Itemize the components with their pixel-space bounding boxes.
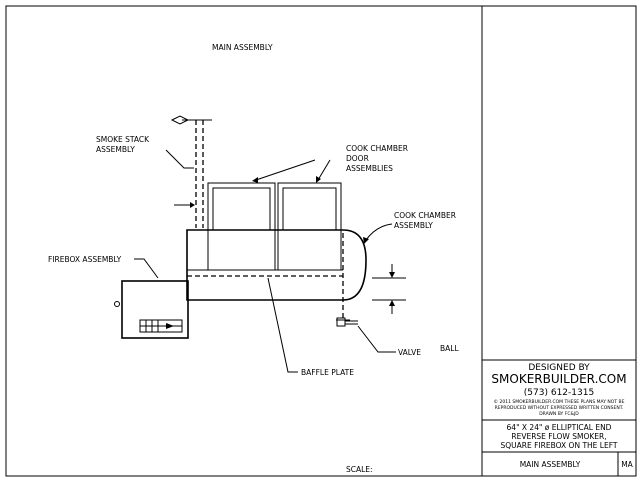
firebox-handle [114, 301, 120, 307]
door-label-2: DOOR [346, 154, 369, 163]
dimension-markers [372, 264, 406, 314]
drain-valve [336, 317, 358, 327]
designed-by-label: DESIGNED BY [528, 363, 590, 373]
smoke-stack [170, 115, 212, 228]
firebox-label: FIREBOX ASSEMBLY [48, 255, 122, 264]
leader-lines [134, 149, 396, 373]
ball-label: BALL [440, 344, 459, 353]
smoke-stack-label-2: ASSEMBLY [96, 145, 135, 154]
company-name: SMOKERBUILDER.COM [491, 372, 626, 386]
door-label-3: ASSEMBLIES [346, 164, 393, 173]
smoke-stack-label-1: SMOKE STACK [96, 135, 150, 144]
title-block: DESIGNED BY SMOKERBUILDER.COM (573) 612-… [482, 359, 636, 476]
description-line-2: REVERSE FLOW SMOKER, [511, 432, 606, 441]
cook-chamber-doors [207, 182, 342, 231]
drawing-title: MAIN ASSEMBLY [212, 43, 273, 52]
notice-line-2: REPRODUCED WITHOUT EXPRESSED WRITTEN CON… [495, 405, 624, 411]
valve-label: VALVE [398, 348, 421, 357]
sheet-code: MA [621, 460, 633, 469]
notice-line-3: DRAWN BY FC&JD [539, 411, 579, 417]
description-line-3: SQUARE FIREBOX ON THE LEFT [501, 441, 618, 450]
sheet-border [5, 5, 637, 477]
cook-chamber-label-2: ASSEMBLY [394, 221, 433, 230]
cook-chamber-label-1: COOK CHAMBER [394, 211, 456, 220]
description-line-1: 64" X 24" ø ELLIPTICAL END [507, 423, 612, 432]
smoker-drawing [114, 115, 406, 373]
door-label-1: COOK CHAMBER [346, 144, 408, 153]
company-phone: (573) 612-1315 [524, 388, 594, 398]
cook-chamber [186, 229, 367, 321]
notice-line-1: © 2011 SMOKERBUILDER.COM THESE PLANS MAY… [494, 398, 625, 405]
baffle-plate-label: BAFFLE PLATE [301, 368, 354, 377]
sheet-name: MAIN ASSEMBLY [520, 460, 581, 469]
smoke-stack-cap [170, 115, 190, 125]
scale-label: SCALE: [346, 465, 373, 474]
firebox [114, 280, 189, 339]
